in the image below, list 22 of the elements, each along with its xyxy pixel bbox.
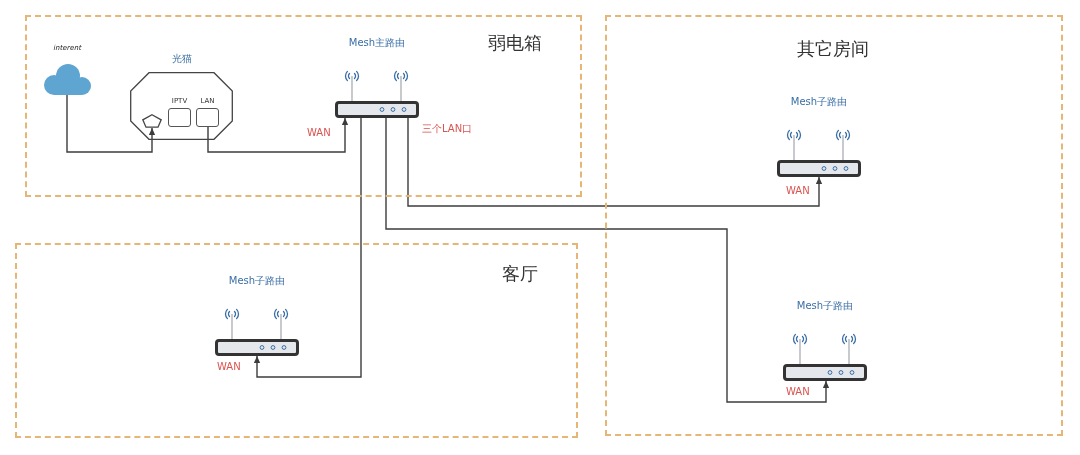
- device-label: 光猫: [171, 53, 192, 65]
- port-label: WAN: [786, 386, 810, 398]
- device-label: Mesh子路由: [790, 96, 848, 108]
- connector-arrow: [207, 117, 349, 153]
- device-label: Mesh子路由: [228, 275, 286, 287]
- connector-arrow: [253, 117, 362, 378]
- connector-arrow: [385, 117, 830, 403]
- device-label: Mesh主路由: [348, 37, 406, 49]
- dashed-frame: [605, 15, 1063, 436]
- zone-title: 客厅: [502, 264, 538, 285]
- connector-arrow: [407, 117, 823, 207]
- port-label: 三个LAN口: [422, 123, 473, 135]
- port-label: WAN: [217, 361, 241, 373]
- port-label: WAN: [786, 185, 810, 197]
- port-label: WAN: [307, 127, 331, 139]
- connector-arrow: [66, 94, 156, 153]
- device-label: Mesh子路由: [796, 300, 854, 312]
- dashed-frame: [15, 243, 578, 438]
- zone-title: 其它房间: [797, 39, 869, 60]
- pentagon-port: [142, 114, 162, 128]
- zone-title: 弱电箱: [488, 33, 542, 54]
- dashed-frame: [25, 15, 582, 197]
